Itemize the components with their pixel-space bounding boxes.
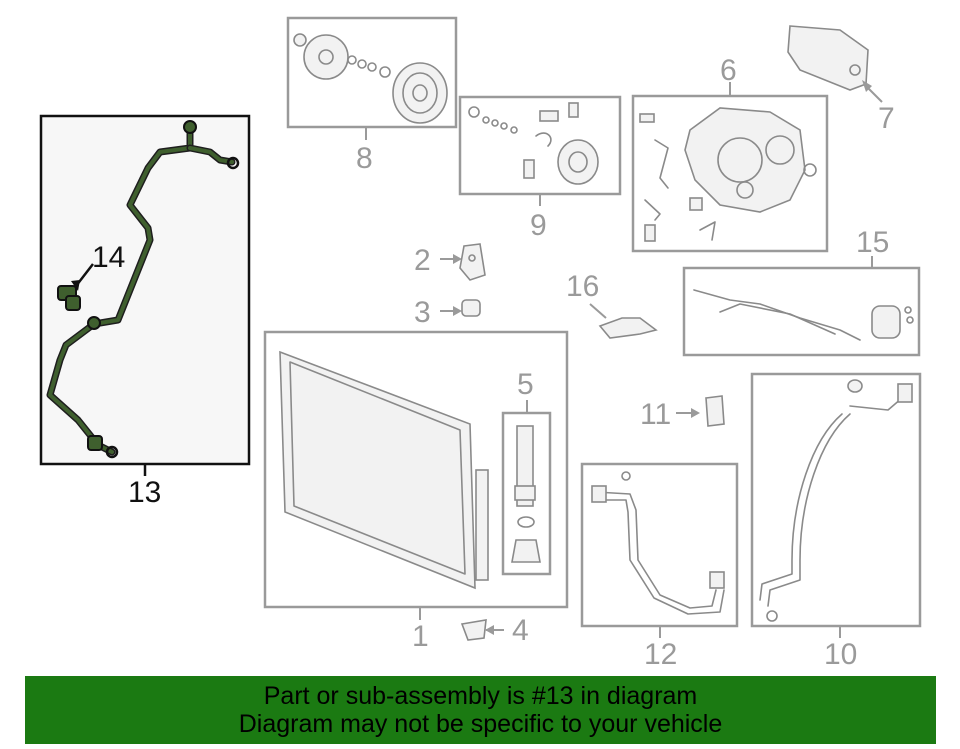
callout-13: 13	[128, 476, 161, 509]
callout-14: 14	[92, 241, 125, 274]
callout-7: 7	[878, 102, 895, 135]
banner-line-2: Diagram may not be specific to your vehi…	[238, 710, 723, 738]
part-16[interactable]: 16	[566, 270, 658, 339]
callout-16: 16	[566, 270, 599, 303]
callout-6: 6	[720, 54, 737, 87]
info-banner: Part or sub-assembly is #13 in diagram D…	[25, 676, 936, 744]
banner-line-1: Part or sub-assembly is #13 in diagram	[263, 682, 698, 710]
callout-11: 11	[640, 398, 671, 431]
callout-10: 10	[824, 638, 857, 671]
group-1[interactable]: 1	[263, 330, 569, 653]
group-5[interactable]: 5	[501, 368, 552, 576]
group-6[interactable]: 6	[631, 54, 829, 253]
group-13[interactable]: 14 13	[39, 114, 251, 509]
callout-9: 9	[530, 209, 547, 242]
callout-15: 15	[856, 226, 889, 259]
group-12[interactable]: 12	[580, 462, 739, 671]
part-2[interactable]: 2	[414, 243, 486, 281]
group-9[interactable]: 9	[458, 95, 622, 242]
group-10[interactable]: 10	[750, 372, 922, 671]
part-7[interactable]: 7	[787, 25, 895, 135]
callout-8: 8	[356, 142, 373, 175]
callout-2: 2	[414, 244, 431, 277]
group-15[interactable]: 15	[682, 226, 921, 357]
part-4[interactable]: 4	[460, 614, 529, 647]
callout-3: 3	[414, 296, 431, 329]
hose-13[interactable]	[46, 120, 240, 459]
callout-1: 1	[412, 620, 429, 653]
callout-5: 5	[517, 368, 534, 401]
group-8[interactable]: 8	[286, 16, 458, 175]
callout-12: 12	[644, 638, 677, 671]
pressure-switch-14[interactable]	[57, 263, 94, 311]
part-3[interactable]: 3	[414, 296, 481, 329]
callout-4: 4	[512, 614, 529, 647]
part-11[interactable]: 11	[640, 395, 725, 431]
